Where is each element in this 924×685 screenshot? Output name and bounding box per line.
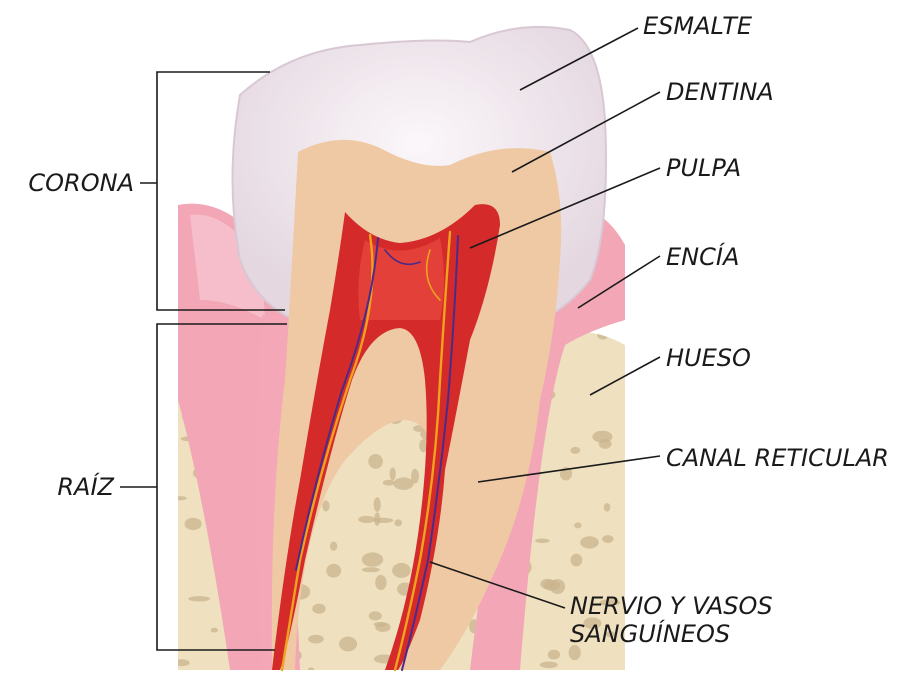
bone-pore [358, 516, 375, 523]
bone-pore [374, 512, 380, 525]
bone-pore [308, 667, 314, 671]
bone-pore [574, 522, 581, 528]
bone-pore [174, 659, 190, 666]
label-hueso: HUESO [666, 344, 751, 372]
bone-pore [390, 467, 396, 480]
bone-pore [394, 519, 402, 526]
bone-pore [369, 611, 382, 620]
bone-pore [211, 628, 218, 633]
bone-pore [548, 650, 560, 660]
bone-pore [571, 554, 583, 567]
bone-pore [543, 580, 560, 591]
bone-pore [375, 575, 386, 590]
label-dentina: DENTINA [666, 78, 774, 106]
bone-pore [597, 332, 608, 340]
bone-pore [188, 596, 210, 601]
bone-pore [308, 635, 324, 644]
label-pulpa: PULPA [666, 154, 741, 182]
label-raiz: RAÍZ [57, 472, 114, 501]
label-encia: ENCÍA [666, 242, 739, 271]
bone-pore [330, 542, 337, 551]
bone-pore [326, 564, 341, 578]
bone-pore [173, 496, 186, 500]
bone-pore [602, 535, 613, 543]
bone-pore [393, 477, 413, 490]
bone-pore [374, 497, 381, 512]
bone-pore [592, 431, 612, 443]
label-nervio-line1: NERVIO Y VASOS [570, 592, 773, 620]
bone-pore [368, 454, 383, 469]
bone-pore [312, 604, 325, 614]
label-esmalte: ESMALTE [643, 12, 753, 40]
bone-pore [322, 500, 329, 511]
bone-pore [570, 447, 580, 454]
bone-pore [383, 480, 395, 486]
label-corona: CORONA [28, 169, 134, 197]
bone-pore [362, 552, 383, 566]
bone-pore [535, 539, 550, 544]
bone-pore [185, 518, 202, 530]
bone-pore [339, 637, 357, 652]
bone-pore [392, 563, 411, 578]
bone-pore [362, 567, 380, 572]
label-canal-reticular: CANAL RETICULAR [666, 444, 889, 472]
bone-pore [540, 662, 558, 669]
bone-pore [580, 536, 599, 548]
label-nervio-line2: SANGUÍNEOS [570, 619, 730, 648]
bone-pore [604, 503, 611, 512]
bone-pore [374, 622, 387, 627]
